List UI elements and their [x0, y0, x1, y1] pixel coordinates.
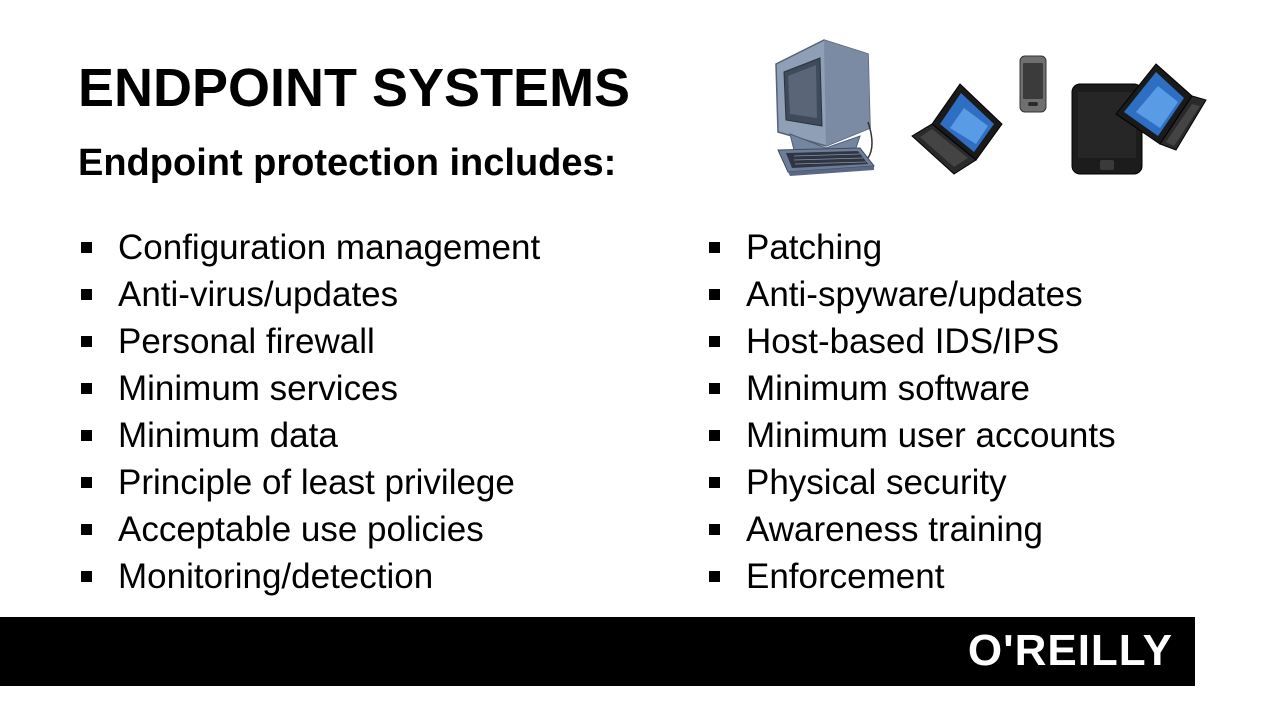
list-item: Minimum user accounts: [706, 412, 1116, 459]
left-bullet-list: Configuration management Anti-virus/upda…: [78, 224, 540, 600]
list-item: Acceptable use policies: [78, 506, 540, 553]
list-item: Anti-virus/updates: [78, 271, 540, 318]
list-item: Principle of least privilege: [78, 459, 540, 506]
list-item: Personal firewall: [78, 318, 540, 365]
list-item: Monitoring/detection: [78, 553, 540, 600]
endpoint-devices-illustration: [775, 39, 1207, 176]
square-bullet-icon: [709, 477, 720, 488]
right-bullet-list: Patching Anti-spyware/updates Host-based…: [706, 224, 1116, 600]
laptop-icon: [911, 83, 1003, 175]
desktop-computer-icon: [775, 39, 875, 176]
list-item: Anti-spyware/updates: [706, 271, 1116, 318]
list-item: Host-based IDS/IPS: [706, 318, 1116, 365]
list-item: Minimum services: [78, 365, 540, 412]
list-item: Patching: [706, 224, 1116, 271]
square-bullet-icon: [709, 289, 720, 300]
square-bullet-icon: [709, 383, 720, 394]
square-bullet-icon: [709, 336, 720, 347]
list-item: Awareness training: [706, 506, 1116, 553]
list-item: Enforcement: [706, 553, 1116, 600]
list-item: Configuration management: [78, 224, 540, 271]
list-item: Physical security: [706, 459, 1116, 506]
square-bullet-icon: [709, 524, 720, 535]
oreilly-logo: O'REILLY: [967, 626, 1173, 675]
square-bullet-icon: [709, 571, 720, 582]
square-bullet-icon: [81, 383, 92, 394]
list-item: Minimum data: [78, 412, 540, 459]
smartphone-icon: [1019, 55, 1047, 113]
square-bullet-icon: [81, 477, 92, 488]
slide-title: ENDPOINT SYSTEMS: [78, 58, 631, 118]
square-bullet-icon: [81, 289, 92, 300]
square-bullet-icon: [709, 430, 720, 441]
footer-bar: O'REILLY: [0, 617, 1195, 686]
list-item: Minimum software: [706, 365, 1116, 412]
laptop-icon: [1115, 63, 1207, 151]
slide-subtitle: Endpoint protection includes:: [78, 142, 617, 184]
square-bullet-icon: [81, 336, 92, 347]
square-bullet-icon: [81, 242, 92, 253]
square-bullet-icon: [81, 430, 92, 441]
square-bullet-icon: [81, 571, 92, 582]
square-bullet-icon: [81, 524, 92, 535]
square-bullet-icon: [709, 242, 720, 253]
